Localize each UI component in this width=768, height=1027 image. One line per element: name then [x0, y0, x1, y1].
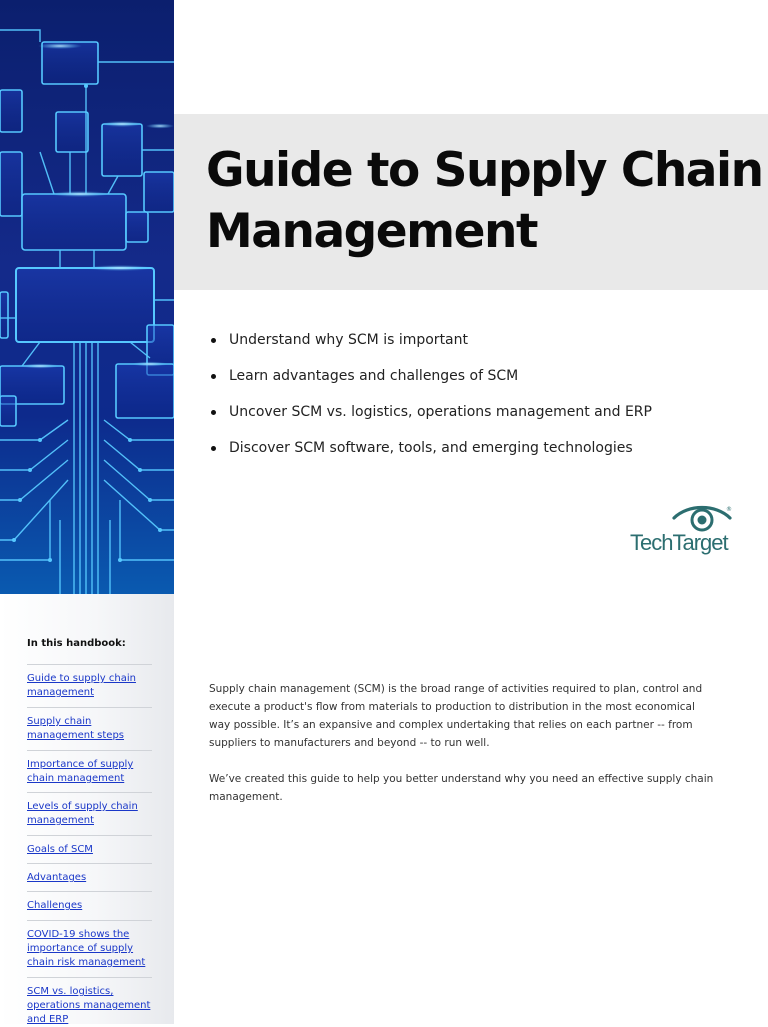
- handbook-link-line: COVID-19 shows the: [27, 929, 130, 940]
- handbook-divider: [27, 891, 152, 892]
- intro-paragraph: Supply chain management (SCM) is the bro…: [209, 683, 703, 749]
- handbook-link-line: operations management: [27, 1000, 151, 1011]
- handbook-link-line: Levels of supply chain: [27, 801, 138, 812]
- handbook-sidebar: In this handbook: Guide to supply chain m…: [0, 594, 174, 1027]
- handbook-link-line: Guide to supply chain: [27, 673, 136, 684]
- handbook-link[interactable]: Advantages: [27, 871, 157, 885]
- handbook-link[interactable]: SCM vs. logistics, operations management a…: [27, 985, 157, 1027]
- handbook-link-line: management steps: [27, 730, 125, 741]
- title-band: Guide to Supply Chain Management: [174, 114, 768, 290]
- handbook-divider: [27, 792, 152, 793]
- intro-paragraph: We’ve created this guide to help you bet…: [209, 773, 714, 803]
- handbook-link-line: Importance of supply: [27, 759, 134, 770]
- highlight-item: Uncover SCM vs. logistics, operations ma…: [211, 401, 652, 437]
- bullet-icon: [211, 410, 216, 415]
- handbook-link[interactable]: Guide to supply chain management: [27, 672, 157, 700]
- handbook-link-line: Challenges: [27, 900, 83, 911]
- page-title-line-1: Guide to Supply Chain: [206, 143, 764, 198]
- highlight-item: Understand why SCM is important: [211, 329, 652, 365]
- logo-registered-mark: ®: [726, 506, 732, 513]
- eye-icon: [672, 506, 732, 532]
- handbook-divider: [27, 664, 152, 665]
- highlights-list: Understand why SCM is important Learn ad…: [211, 329, 652, 473]
- handbook-link-line: and ERP: [27, 1014, 69, 1025]
- intro-text: Supply chain management (SCM) is the bro…: [209, 680, 714, 824]
- techtarget-logo: ® TechTarget: [628, 502, 738, 560]
- handbook-link-line: chain management: [27, 773, 125, 784]
- bullet-icon: [211, 374, 216, 379]
- handbook-link[interactable]: Challenges: [27, 899, 157, 913]
- bullet-icon: [211, 446, 216, 451]
- highlight-text: Discover SCM software, tools, and emergi…: [229, 440, 633, 456]
- handbook-link[interactable]: Importance of supply chain management: [27, 758, 157, 786]
- handbook-divider: [27, 977, 152, 978]
- handbook-link-line: SCM vs. logistics,: [27, 986, 114, 997]
- hero-circuit-illustration: [0, 0, 174, 594]
- handbook-divider: [27, 835, 152, 836]
- handbook-link-line: management: [27, 815, 94, 826]
- handbook-heading: In this handbook:: [27, 638, 126, 649]
- handbook-link-line: management: [27, 687, 94, 698]
- handbook-link-line: Advantages: [27, 872, 87, 883]
- handbook-divider: [27, 920, 152, 921]
- handbook-divider: [27, 863, 152, 864]
- handbook-link-line: Supply chain: [27, 716, 92, 727]
- handbook-link-line: Goals of SCM: [27, 844, 93, 855]
- highlight-item: Learn advantages and challenges of SCM: [211, 365, 652, 401]
- bullet-icon: [211, 338, 216, 343]
- highlight-text: Learn advantages and challenges of SCM: [229, 368, 519, 384]
- handbook-link-line: importance of supply: [27, 943, 134, 954]
- page-title-line-2: Management: [206, 204, 538, 259]
- highlight-text: Uncover SCM vs. logistics, operations ma…: [229, 404, 652, 420]
- circuit-diagram-graphic: [0, 29, 174, 594]
- handbook-divider: [27, 750, 152, 751]
- handbook-link-line: chain risk management: [27, 957, 146, 968]
- handbook-divider: [27, 707, 152, 708]
- page-title: Guide to Supply Chain Management: [206, 140, 764, 262]
- highlight-item: Discover SCM software, tools, and emergi…: [211, 437, 652, 473]
- logo-wordmark: TechTarget: [630, 530, 729, 555]
- handbook-link[interactable]: Goals of SCM: [27, 843, 157, 857]
- handbook-link[interactable]: COVID-19 shows the importance of supply ch…: [27, 928, 157, 970]
- highlight-text: Understand why SCM is important: [229, 332, 468, 348]
- handbook-link[interactable]: Supply chain management steps: [27, 715, 157, 743]
- handbook-link[interactable]: Levels of supply chain management: [27, 800, 157, 828]
